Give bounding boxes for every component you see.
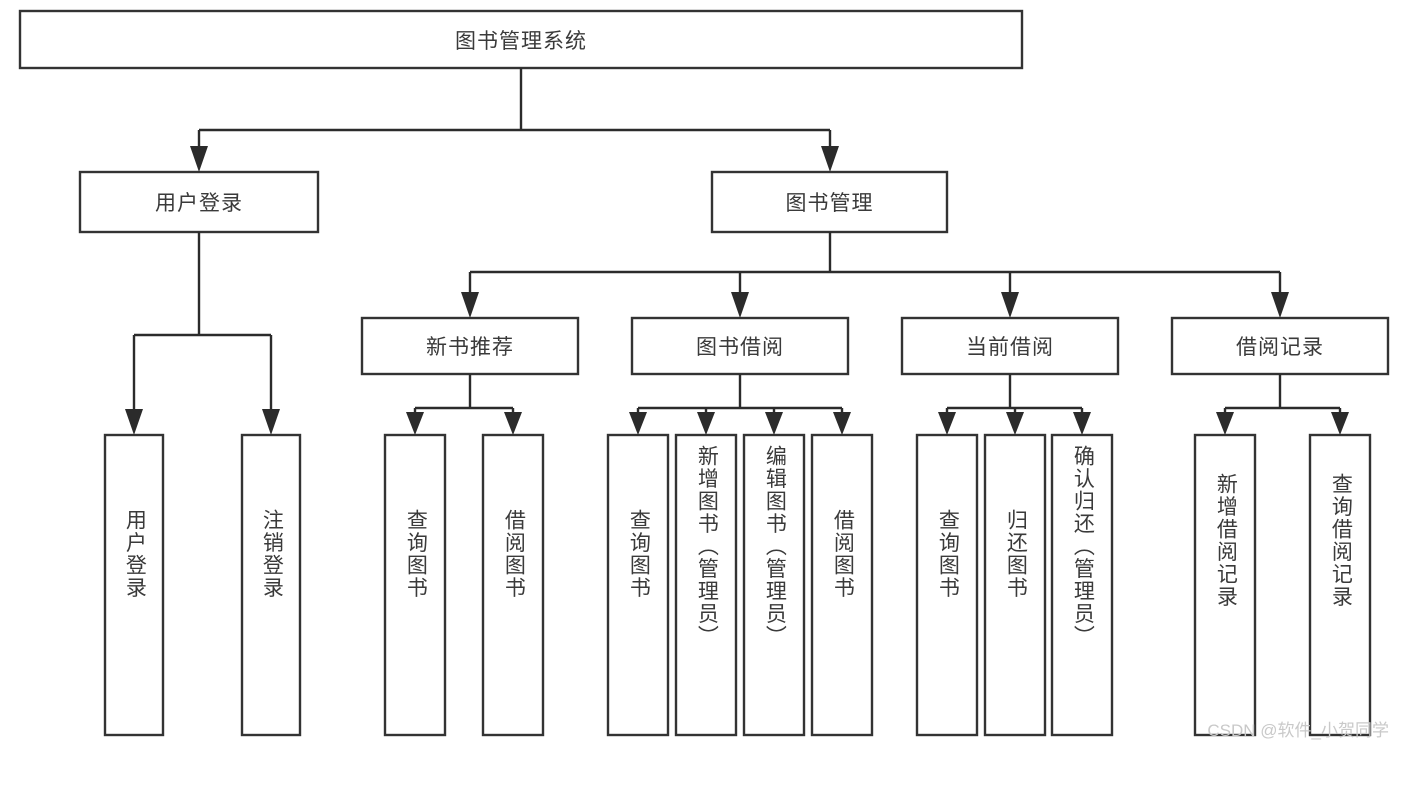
arrow-to-leaf-borrow-book-b [833,412,851,435]
node-box-new-book-recommend[interactable] [360,316,580,376]
leaf-box-add-borrow-record[interactable] [1193,433,1257,737]
node-box-current-borrow[interactable] [900,316,1120,376]
arrow-to-leaf-query-book-b [629,412,647,435]
node-box-borrow-record[interactable] [1170,316,1390,376]
arrow-to-borrow-record [1271,292,1289,318]
connector-layer [125,68,1349,435]
leaf-box-logout[interactable] [240,433,302,737]
box-layer [18,9,1390,737]
arrow-to-leaf-edit-book-admin [765,412,783,435]
leaf-box-query-book-c[interactable] [915,433,979,737]
arrow-to-leaf-query-book-c [938,412,956,435]
leaf-box-query-book-b[interactable] [606,433,670,737]
leaf-box-query-book-a[interactable] [383,433,447,737]
arrow-to-leaf-user-login [125,409,143,435]
diagram-canvas: 图书管理系统 用户登录 图书管理 新书推荐 图书借阅 当前借阅 借阅记录 用户登… [18,9,1390,740]
leaf-box-confirm-return-admin[interactable] [1050,433,1114,737]
arrow-to-book-borrow [731,292,749,318]
node-box-book-management[interactable] [710,170,949,234]
arrow-to-current-borrow [1001,292,1019,318]
leaf-box-query-borrow-record[interactable] [1308,433,1372,737]
arrow-to-leaf-confirm-return [1073,412,1091,435]
arrow-to-leaf-add-borrow-record [1216,412,1234,435]
arrow-to-leaf-add-book-admin [697,412,715,435]
leaf-box-user-login[interactable] [103,433,165,737]
arrow-to-leaf-logout [262,409,280,435]
arrow-to-new-book-recommend [461,292,479,318]
node-box-user-login[interactable] [78,170,320,234]
arrow-to-leaf-return-book [1006,412,1024,435]
leaf-box-edit-book-admin[interactable] [742,433,806,737]
arrow-to-leaf-query-book-a [406,412,424,435]
leaf-box-borrow-book-b[interactable] [810,433,874,737]
arrow-to-leaf-borrow-book-a [504,412,522,435]
leaf-box-borrow-book-a[interactable] [481,433,545,737]
arrow-to-leaf-query-borrow-record [1331,412,1349,435]
node-box-root[interactable] [18,9,1024,70]
diagram-svg [18,9,1390,737]
leaf-box-add-book-admin[interactable] [674,433,738,737]
arrow-root-to-user-login [190,146,208,172]
arrow-root-to-book-management [821,146,839,172]
node-box-book-borrow[interactable] [630,316,850,376]
leaf-box-return-book[interactable] [983,433,1047,737]
